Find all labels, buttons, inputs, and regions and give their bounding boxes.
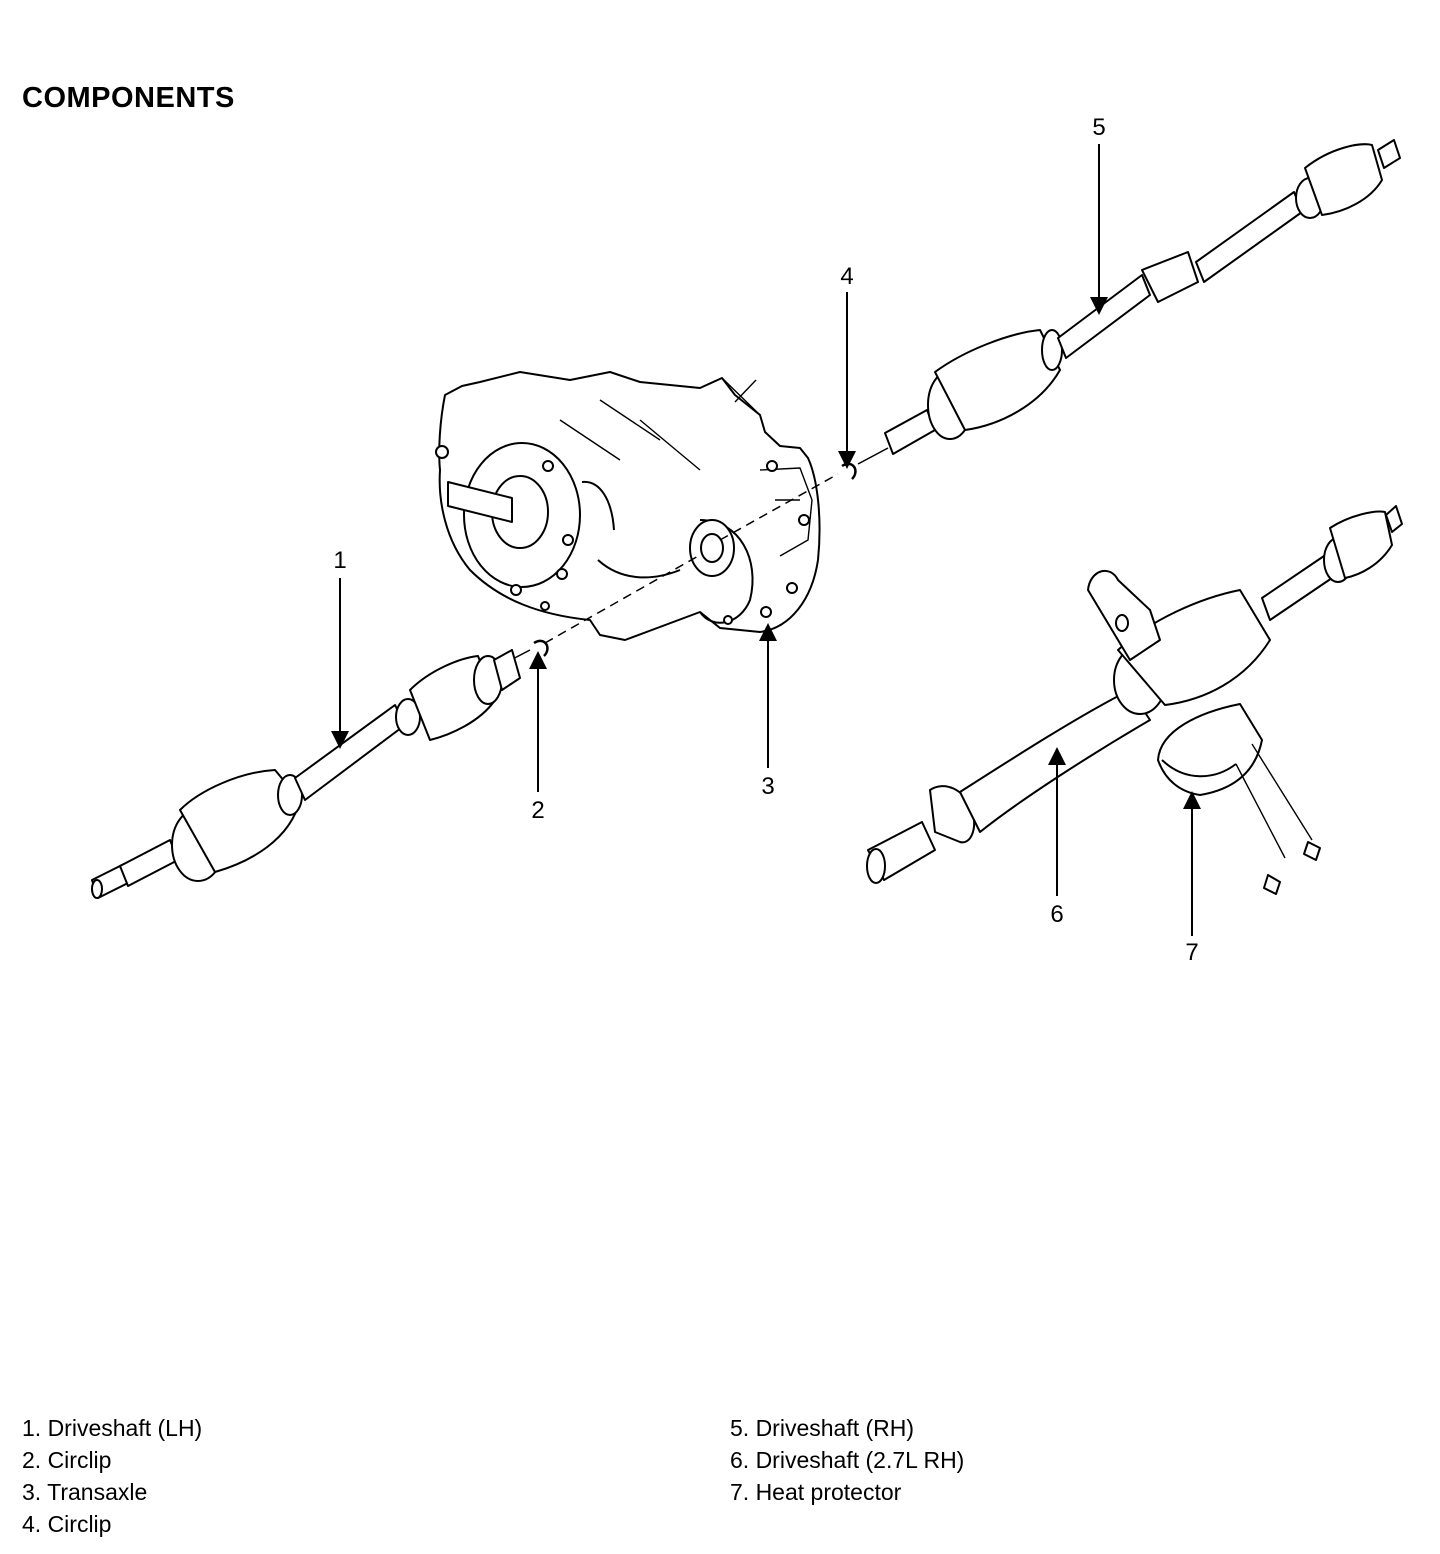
- legend-item: 4. Circlip: [22, 1511, 112, 1537]
- heat-protector-drawing: [1157, 703, 1321, 895]
- circlip-4-drawing: [841, 462, 857, 480]
- circlip-2-drawing: [533, 639, 549, 657]
- legend-right: 5. Driveshaft (RH) 6. Driveshaft (2.7L R…: [730, 1412, 964, 1508]
- callout-leaders: [331, 144, 1201, 936]
- exploded-view-diagram: 1 2 3 4 5 6 7: [91, 114, 1403, 966]
- callout-6: 6: [1050, 901, 1063, 928]
- transaxle-drawing: [435, 371, 821, 641]
- driveshaft-rh-drawing: [884, 139, 1401, 455]
- legend-item: 3. Transaxle: [22, 1479, 148, 1505]
- page-title: COMPONENTS: [22, 82, 235, 114]
- legend-item: 1. Driveshaft (LH): [22, 1415, 203, 1441]
- callout-2: 2: [531, 797, 544, 824]
- callout-5: 5: [1092, 114, 1105, 141]
- callout-3: 3: [761, 773, 774, 800]
- driveshaft-27l-rh-drawing: [866, 505, 1403, 884]
- legend-left: 1. Driveshaft (LH) 2. Circlip 3. Transax…: [22, 1412, 202, 1540]
- legend-item: 2. Circlip: [22, 1447, 112, 1473]
- callout-4: 4: [840, 263, 853, 290]
- legend-item: 6. Driveshaft (2.7L RH): [730, 1447, 965, 1473]
- callout-7: 7: [1185, 939, 1198, 966]
- legend-item: 7. Heat protector: [730, 1479, 902, 1505]
- callout-1: 1: [333, 547, 346, 574]
- driveshaft-lh-drawing: [91, 649, 521, 899]
- legend-item: 5. Driveshaft (RH): [730, 1415, 915, 1441]
